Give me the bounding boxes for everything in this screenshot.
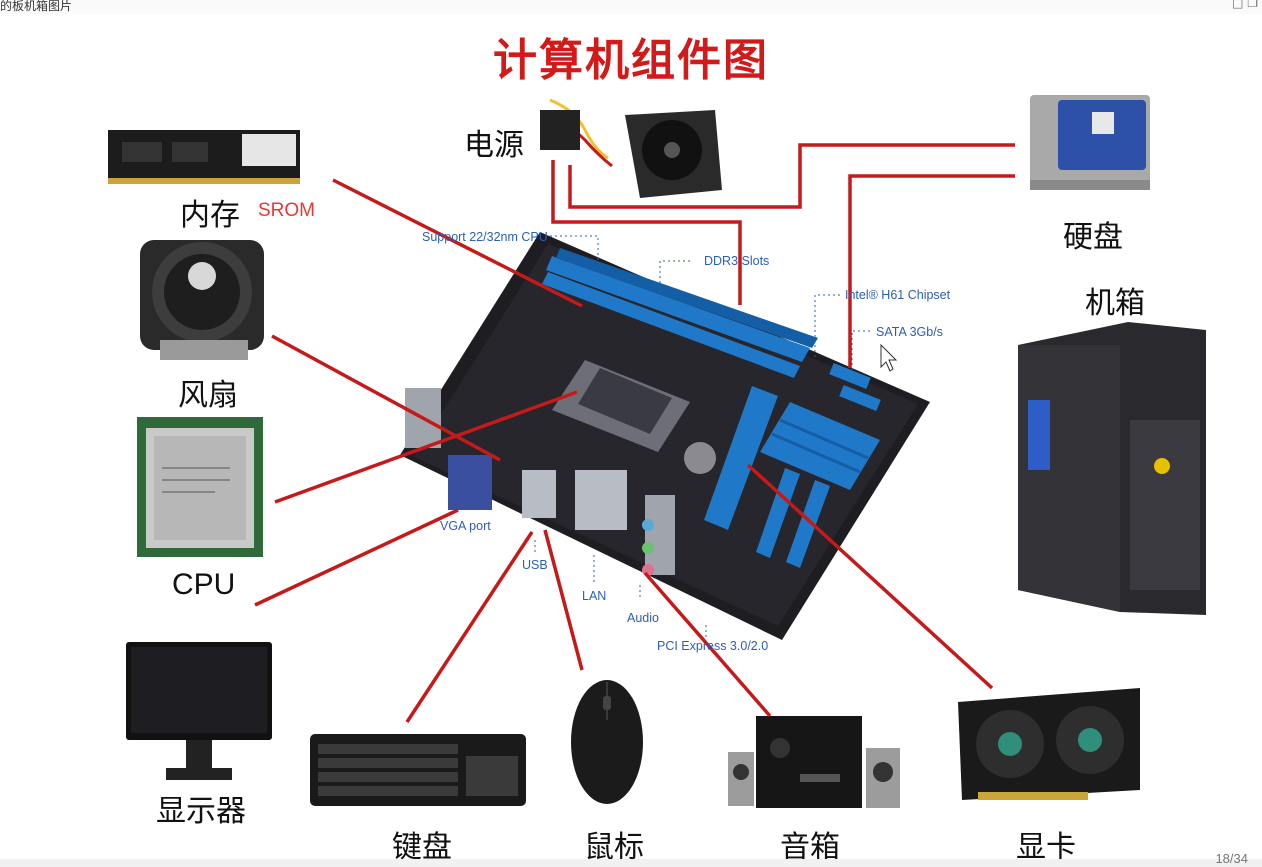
psu-image — [540, 98, 722, 198]
keyboard-image — [310, 734, 526, 806]
label-fan: 风扇 — [178, 378, 238, 413]
cpu-chip-image — [137, 417, 263, 557]
label-cpu-support: Support 22/32nm CPU — [422, 230, 548, 244]
motherboard — [400, 232, 930, 640]
case-image — [1018, 322, 1206, 615]
label-srom: SROM — [258, 200, 315, 221]
label-lan: LAN — [582, 589, 607, 603]
label-audio: Audio — [627, 611, 659, 625]
label-monitor: 显示器 — [156, 794, 246, 829]
label-case: 机箱 — [1085, 286, 1145, 321]
slide-title: 计算机组件图 — [493, 35, 769, 86]
page-indicator: 18/34 — [1215, 851, 1248, 866]
mouse-image — [571, 680, 643, 804]
window-controls[interactable]: □ ❐ — [1232, 0, 1258, 10]
cpu-fan-image — [140, 240, 264, 360]
label-chipset: Intel® H61 Chipset — [845, 288, 951, 302]
connector-lines — [254, 143, 1015, 723]
mouse-cursor-icon — [880, 343, 898, 372]
hdd-image — [1030, 95, 1150, 190]
label-usb: USB — [522, 558, 548, 572]
label-pcie: PCI Express 3.0/2.0 — [657, 639, 769, 653]
label-hdd: 硬盘 — [1063, 220, 1123, 255]
label-psu: 电源 — [464, 128, 524, 163]
window-title: 的板机箱图片 — [0, 0, 73, 13]
label-sata: SATA 3Gb/s — [876, 325, 943, 339]
label-ram: 内存 — [180, 198, 240, 233]
label-cpu: CPU — [172, 568, 236, 601]
monitor-image — [126, 642, 272, 780]
board-leader-lines — [534, 235, 870, 640]
speaker-image — [728, 716, 900, 808]
label-ddr3-slots: DDR3 Slots — [704, 254, 770, 268]
ram-stick-image — [108, 130, 300, 184]
bottom-strip — [0, 859, 1262, 867]
window-title-bar: 的板机箱图片 □ ❐ — [0, 0, 1262, 14]
label-vga-port: VGA port — [440, 519, 491, 533]
gpu-image — [958, 688, 1140, 800]
